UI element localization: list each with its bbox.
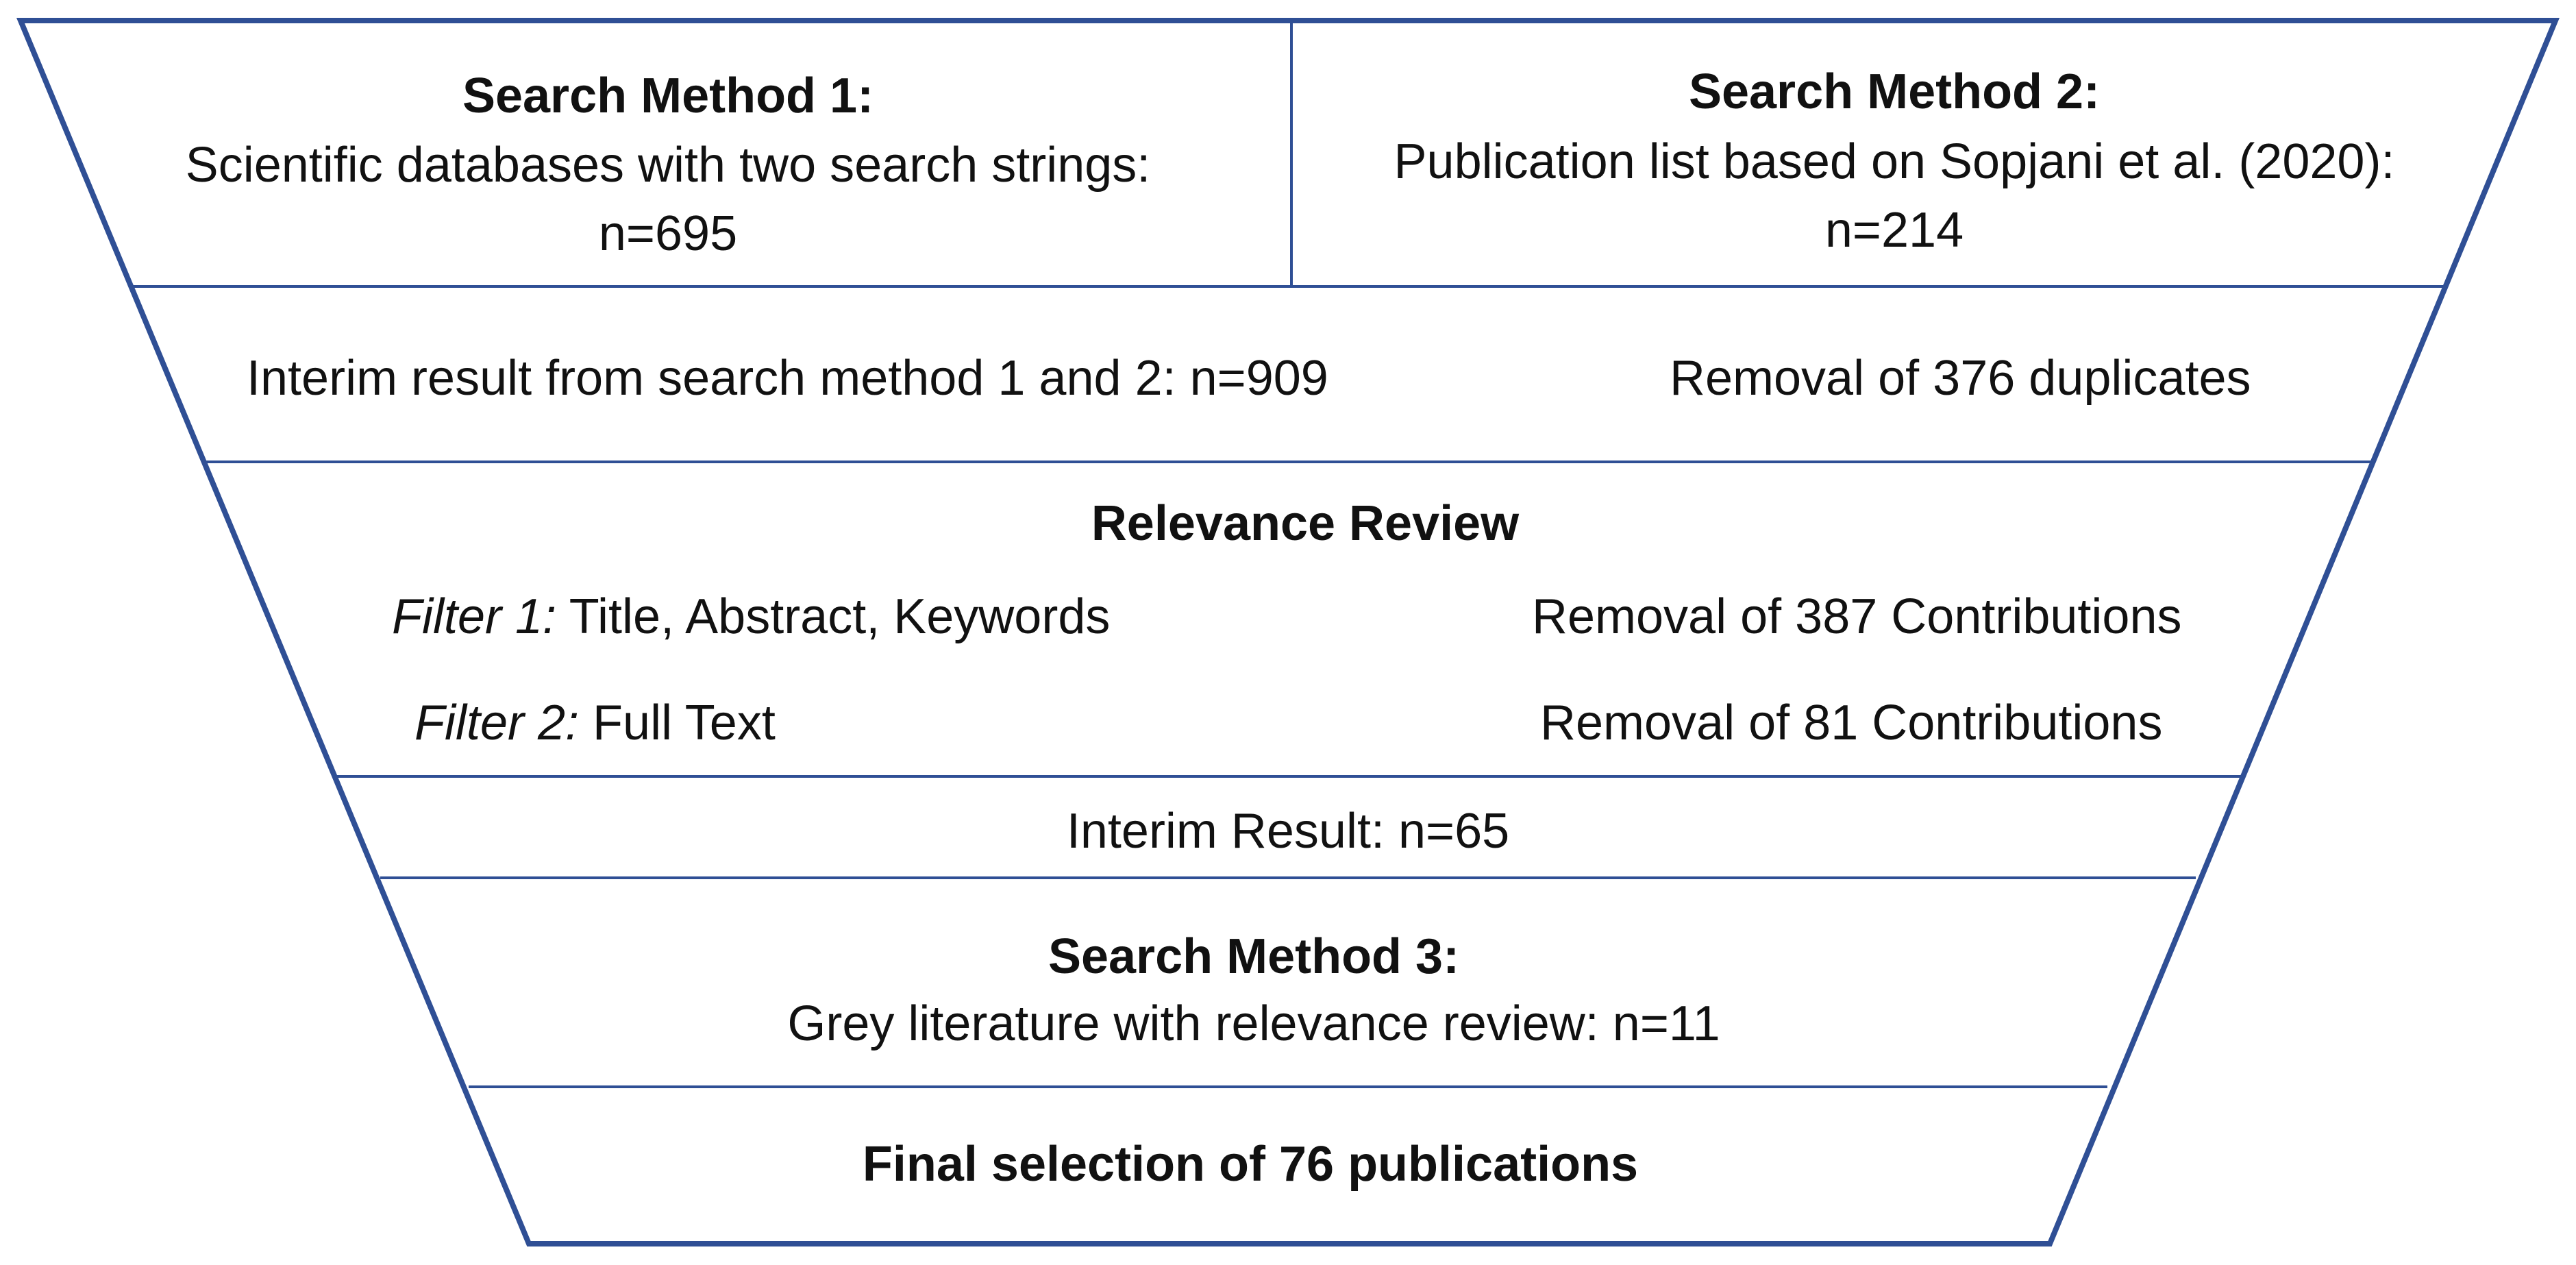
filter-1-removal: Removal of 387 Contributions <box>1532 589 2182 644</box>
filter-2-label: Filter 2: <box>414 696 580 750</box>
interim-result-1: Interim result from search method 1 and … <box>247 351 1328 406</box>
search-method-2-count: n=214 <box>1824 203 1964 258</box>
filter-2-row: Filter 2: Full Text <box>414 698 776 748</box>
final-selection: Final selection of 76 publications <box>862 1137 1639 1192</box>
search-method-1-description: Scientific databases with two search str… <box>185 138 1151 193</box>
relevance-review-title: Relevance Review <box>1091 496 1520 551</box>
search-method-1-title: Search Method 1: <box>462 69 874 123</box>
duplicates-removal: Removal of 376 duplicates <box>1670 351 2251 406</box>
funnel-outline <box>16 18 2560 1246</box>
search-method-2-title: Search Method 2: <box>1688 64 2101 119</box>
interim-result-2: Interim Result: n=65 <box>1066 804 1510 859</box>
filter-1-criteria: Title, Abstract, Keywords <box>556 589 1111 644</box>
search-method-2-description: Publication list based on Sopjani et al.… <box>1394 134 2395 189</box>
search-method-1-count: n=695 <box>598 206 738 261</box>
search-method-3-description: Grey literature with relevance review: n… <box>787 996 1720 1051</box>
filter-2-removal: Removal of 81 Contributions <box>1540 696 2163 750</box>
filter-1-row: Filter 1: Title, Abstract, Keywords <box>392 592 1110 641</box>
filter-2-criteria: Full Text <box>579 696 776 750</box>
search-method-3-title: Search Method 3: <box>1048 929 1460 984</box>
filter-1-label: Filter 1: <box>392 589 557 644</box>
